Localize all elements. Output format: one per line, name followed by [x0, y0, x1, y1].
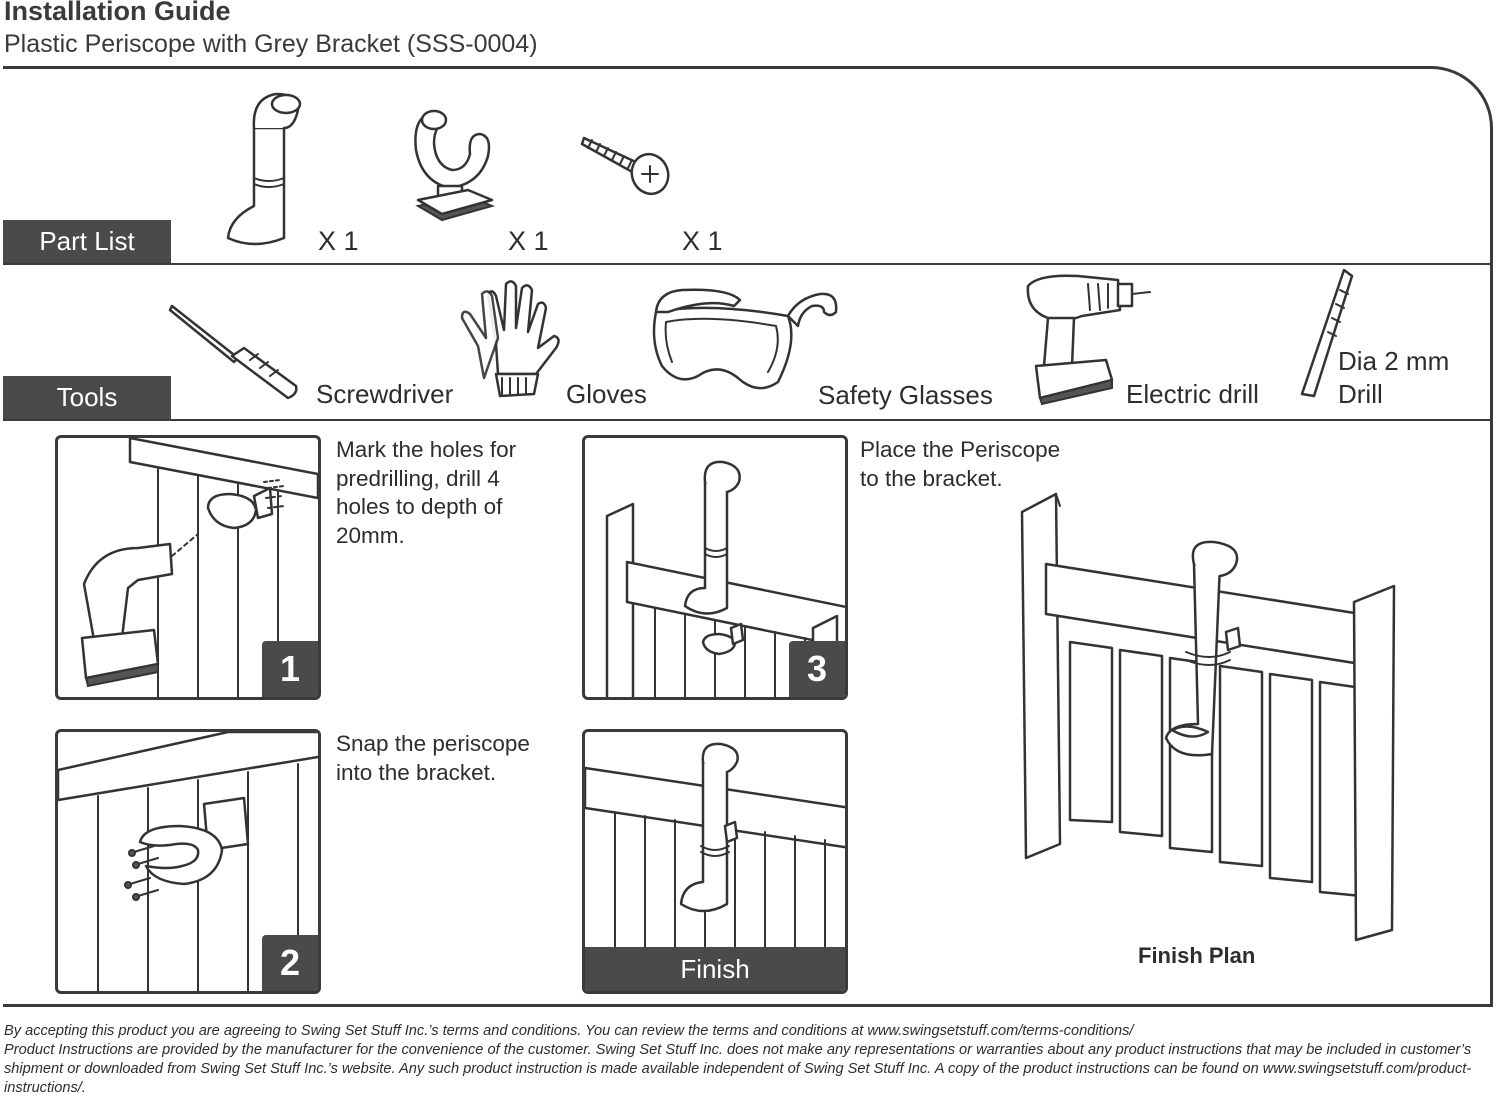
part-list-label: Part List — [39, 226, 135, 256]
step-1-text-line: predrilling, drill 4 — [336, 465, 500, 491]
safety-glasses-icon — [648, 282, 840, 400]
part-list-tab: Part List — [3, 220, 171, 263]
disclaimer: By accepting this product you are agreei… — [4, 1022, 1496, 1098]
electric-drill-label: Electric drill — [1126, 379, 1259, 409]
tools-tab: Tools — [3, 376, 171, 419]
gloves-icon — [458, 274, 564, 400]
periscope-icon — [224, 88, 304, 250]
safety-glasses-label: Safety Glasses — [818, 380, 993, 410]
finish-plan-illustration — [1016, 492, 1400, 948]
step-1-text-line: 20mm. — [336, 522, 405, 548]
electric-drill-icon — [1018, 270, 1152, 406]
finish-label: Finish — [680, 953, 750, 984]
drill-bit-label-line1: Dia 2 mm — [1338, 346, 1450, 376]
page-title: Installation Guide — [4, 0, 231, 26]
step-2-number: 2 — [262, 935, 318, 991]
drill-bit-icon — [1294, 266, 1356, 402]
bracket-qty: X 1 — [508, 226, 549, 256]
divider-tools — [3, 419, 1493, 421]
page-subtitle: Plastic Periscope with Grey Bracket (SSS… — [4, 30, 538, 58]
step-2-text-line: into the bracket. — [336, 759, 497, 785]
periscope-qty: X 1 — [318, 226, 359, 256]
tools-label: Tools — [56, 382, 118, 412]
drill-bit-label-line2: Drill — [1338, 379, 1383, 409]
screwdriver-label: Screwdriver — [316, 379, 454, 409]
step-1-text-line: Mark the holes for — [336, 437, 517, 462]
screw-icon — [578, 124, 674, 196]
divider-parts — [3, 263, 1493, 265]
step-3-illustration: 3 — [582, 435, 848, 700]
finish-illustration: Finish — [582, 729, 848, 994]
finish-plan-label: Finish Plan — [1138, 943, 1256, 968]
gloves-label: Gloves — [566, 379, 647, 409]
step-3-number: 3 — [789, 641, 845, 697]
step-1-text: Mark the holes for predrilling, drill 4 … — [336, 436, 516, 550]
finish-bar: Finish — [585, 947, 845, 991]
step-1-text-line: holes to depth of — [336, 494, 503, 519]
step-1-number: 1 — [262, 641, 318, 697]
step-2-text: Snap the periscope into the bracket. — [336, 730, 530, 787]
bracket-icon — [408, 100, 498, 230]
step-1-illustration: 1 — [55, 435, 321, 700]
disclaimer-terms: By accepting this product you are agreei… — [4, 1023, 1134, 1039]
step-3-text-line: to the bracket. — [860, 465, 1003, 491]
screwdriver-icon — [168, 302, 300, 402]
step-2-illustration: 2 — [55, 729, 321, 994]
screw-qty: X 1 — [682, 226, 723, 256]
step-2-text-line: Snap the periscope — [336, 731, 530, 756]
disclaimer-instructions: Product Instructions are provided by the… — [4, 1042, 1472, 1096]
step-3-text-line: Place the Periscope — [860, 437, 1061, 462]
step-3-text: Place the Periscope to the bracket. — [860, 436, 1060, 493]
guide-frame — [3, 66, 1493, 1007]
